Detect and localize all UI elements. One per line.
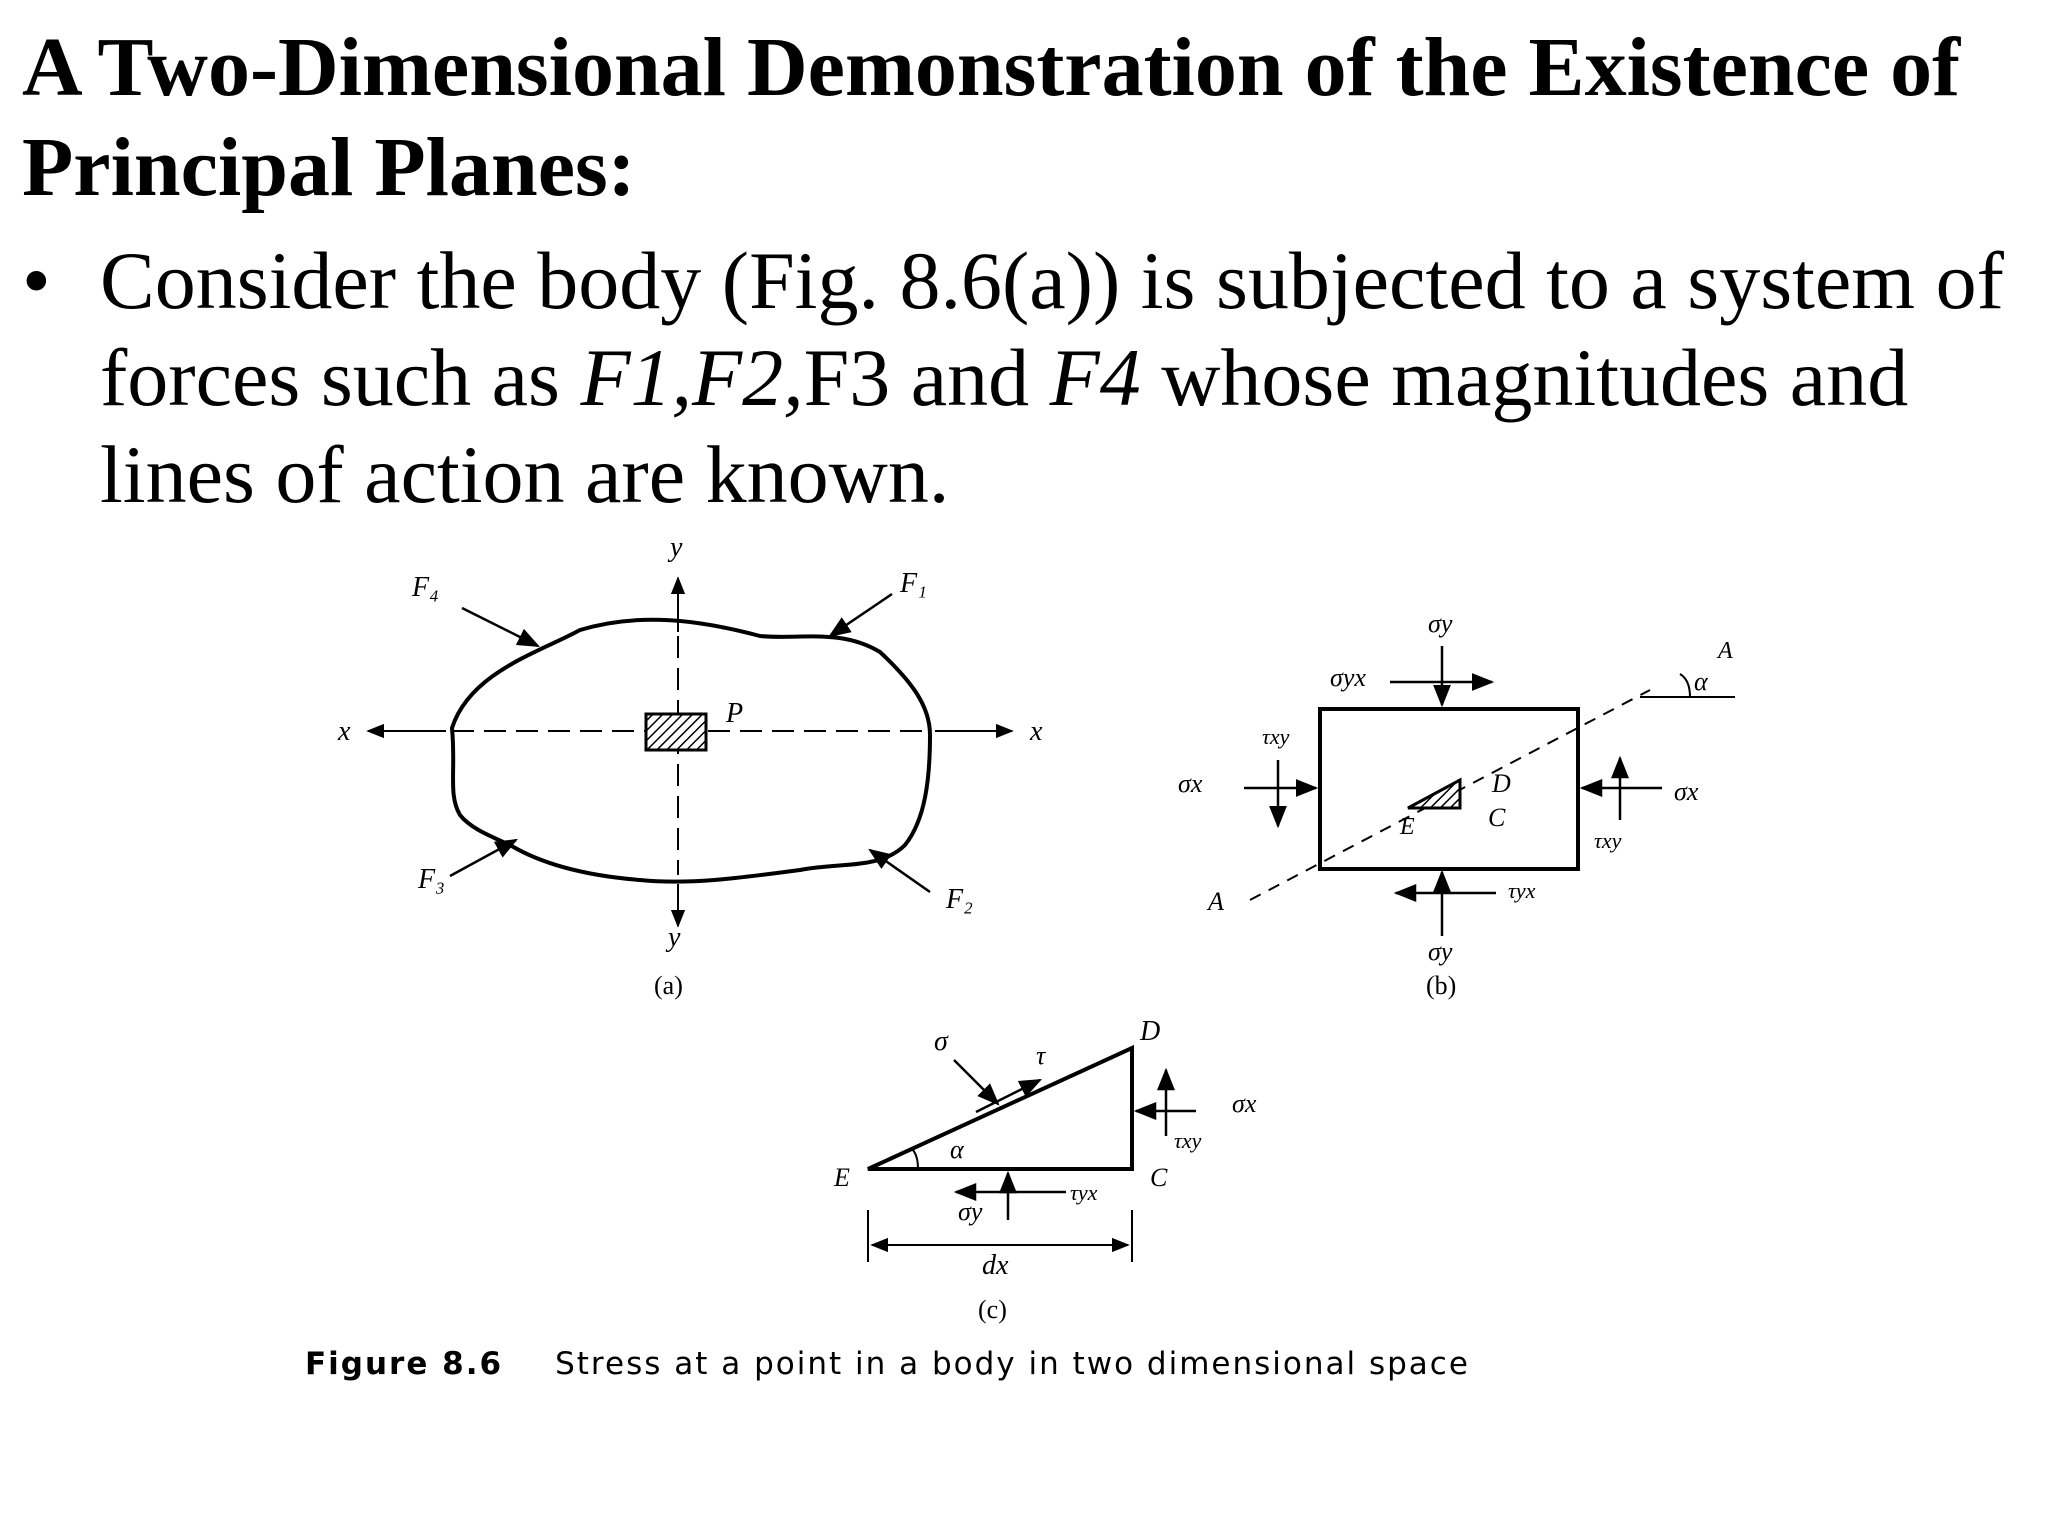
label-b-e: E [1399, 814, 1415, 840]
figure-caption-text: Stress at a point in a body in two dimen… [555, 1346, 1470, 1382]
label-c-dx: dx [982, 1250, 1009, 1281]
label-b-a-top: A [1716, 638, 1733, 664]
wedge-triangle [867, 1044, 1134, 1171]
label-c-sigma: σ [934, 1026, 949, 1057]
label-b-a-bottom: A [1206, 887, 1224, 916]
figure-caption: Figure 8.6 Stress at a point in a body in… [305, 1346, 1470, 1382]
figure-8-6: F₄ F₁ F₃ F₂ x x y y P (a) [0, 520, 2048, 1440]
label-b-d: D [1491, 769, 1511, 798]
force-f4-arrow [461, 606, 541, 648]
label-b-tau-yx-bottom: τyx [1508, 878, 1536, 903]
label-c-tau: τ [1036, 1041, 1047, 1070]
label-b-tau-xy-right: τxy [1594, 828, 1622, 853]
stress-element [1318, 707, 1580, 871]
label-b-alpha: α [1694, 667, 1709, 696]
panel-c: σ τ D α E C σx τxy σy τyx dx (c) [833, 1016, 1257, 1324]
bullet-text-part1: Consider the body (Fig. 8.6(a)) is subje… [100, 235, 2004, 423]
label-b-tau-xy-left: τxy [1262, 724, 1290, 749]
figure-diagram: F₄ F₁ F₃ F₂ x x y y P (a) [337, 532, 1735, 1324]
label-c-alpha: α [950, 1135, 965, 1164]
label-c-sigma-y: σy [958, 1197, 983, 1226]
label-b-sigma-x-right: σx [1674, 777, 1699, 806]
force-f2-arrow [868, 848, 931, 894]
sublabel-b: (b) [1426, 971, 1456, 1000]
label-b-c: C [1488, 803, 1506, 832]
label-c-d: D [1139, 1016, 1160, 1047]
force-f3-arrow [449, 838, 518, 878]
figure-caption-label: Figure 8.6 [305, 1346, 504, 1382]
label-f3: F₃ [417, 864, 445, 895]
label-y-bottom: y [665, 922, 681, 953]
sublabel-a: (a) [654, 971, 683, 1000]
bullet-marker: • [22, 235, 51, 326]
force-f1-arrow [828, 592, 893, 638]
label-b-sigma-x-left: σx [1178, 769, 1203, 798]
label-p: P [725, 698, 743, 729]
bullet-text-part2: whose magnitudes and lines of action are… [100, 332, 1909, 520]
label-y-top: y [667, 532, 683, 563]
bullet-text-f4: F4 [1049, 332, 1141, 423]
label-b-sigma-y-top: σy [1428, 609, 1453, 638]
label-b-sigma-y-bottom: σy [1428, 937, 1453, 966]
label-c-tau-xy: τxy [1174, 1128, 1202, 1153]
label-f4: F₄ [411, 572, 439, 603]
label-b-tau-yx-top: σyx [1330, 663, 1366, 692]
label-f1: F₁ [899, 568, 927, 599]
slide-title: A Two-Dimensional Demonstration of the E… [22, 21, 1961, 214]
label-c-sigma-x: σx [1232, 1089, 1257, 1118]
label-c-c: C [1150, 1163, 1168, 1192]
label-x-left: x [337, 716, 351, 747]
label-x-right: x [1029, 716, 1043, 747]
label-f2: F₂ [945, 884, 973, 915]
label-c-tau-yx: τyx [1070, 1180, 1098, 1205]
label-c-e: E [833, 1163, 850, 1192]
panel-a: F₄ F₁ F₃ F₂ x x y y P (a) [337, 532, 1043, 1000]
panel-b: σy σyx τxy σx σx τxy τyx σy A α A D C E … [1178, 609, 1735, 1000]
element-p [644, 712, 708, 752]
element-triangle [1407, 777, 1462, 810]
sublabel-c: (c) [978, 1295, 1007, 1324]
bullet-text-f3: F3 and [803, 332, 1050, 423]
bullet-text: Consider the body (Fig. 8.6(a)) is subje… [100, 232, 2048, 523]
bullet-text-f1f2: F1,F2, [580, 332, 804, 423]
